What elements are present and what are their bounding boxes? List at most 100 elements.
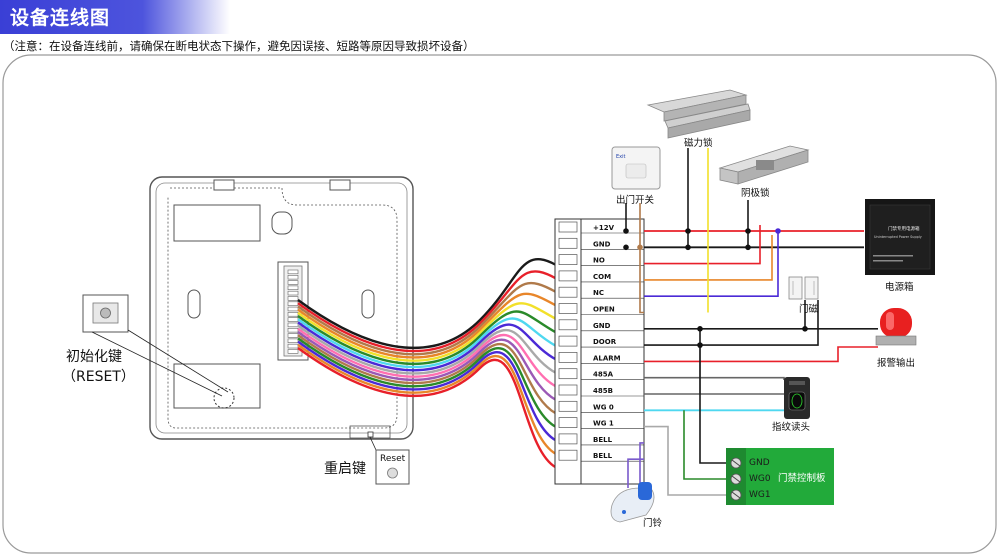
title-banner: 设备连线图	[0, 0, 230, 34]
pcb-pin	[287, 333, 299, 338]
terminal-screw	[558, 221, 578, 233]
power-box-subtitle: Uninterrupted Power Supply	[874, 235, 922, 239]
wire	[644, 376, 785, 380]
terminal-label: BELL	[593, 436, 613, 444]
exit-button-image: Exit	[611, 146, 661, 190]
terminal-screw	[558, 400, 578, 412]
door-sensor-label: 门磁	[799, 303, 819, 315]
terminal-label: WG 0	[593, 403, 614, 411]
pcb-pin	[287, 296, 299, 301]
electric-strike-image	[718, 145, 810, 185]
exit-button-brand: Exit	[616, 154, 626, 160]
exit-button-label: 出门开关	[616, 194, 655, 206]
reset-button-text: Reset	[380, 454, 406, 464]
junction-dot	[697, 326, 703, 332]
init-key-callout	[82, 294, 229, 397]
pcb-pin	[287, 306, 299, 312]
junction-dot	[623, 228, 629, 234]
wire	[627, 458, 644, 488]
controller-pin-gnd: GND	[749, 458, 770, 468]
doorbell-label: 门铃	[643, 517, 663, 529]
controller-pin-wg1: WG1	[749, 490, 771, 500]
terminal-label: NC	[593, 289, 604, 297]
doorbell-image	[610, 482, 655, 523]
init-key-label: 初始化键	[66, 348, 122, 365]
ribbon-wire	[297, 327, 557, 388]
ribbon-wire	[297, 324, 557, 375]
alarm-output-label: 报警输出	[877, 357, 915, 369]
wire	[683, 410, 726, 480]
pcb-pin	[287, 322, 299, 328]
pcb-pin	[287, 274, 299, 280]
terminal-screw	[558, 303, 578, 314]
terminal-screw	[558, 352, 578, 363]
terminal-label: 485B	[593, 387, 613, 395]
fingerprint-reader-image	[784, 377, 810, 419]
terminal-label: 485A	[593, 371, 614, 379]
power-box-image: 门禁专用电源箱 Uninterrupted Power Supply	[865, 199, 935, 275]
page-title: 设备连线图	[10, 7, 111, 29]
banner-background	[0, 0, 230, 34]
terminal-screw	[558, 286, 578, 298]
pcb-pin	[287, 280, 299, 285]
pcb-pin	[287, 290, 299, 296]
pcb-pin	[287, 301, 299, 306]
terminal-screw	[558, 237, 578, 249]
terminal-screw	[558, 368, 578, 380]
reset-pinhole	[213, 387, 235, 409]
junction-dot	[802, 326, 808, 332]
ribbon-wire	[297, 258, 557, 350]
ribbon-wire	[297, 347, 557, 469]
pcb-pin	[287, 285, 299, 290]
terminal-screw	[558, 449, 578, 461]
junction-dot	[745, 244, 751, 251]
init-key-sublabel: （RESET）	[62, 369, 135, 385]
door-sensor-image	[788, 276, 819, 300]
wire	[644, 235, 773, 281]
controller-board-label: 门禁控制板	[778, 472, 826, 484]
controller-pin-wg0: WG0	[749, 474, 771, 484]
magnetic-lock-image	[646, 89, 751, 139]
terminal-label: WG 1	[593, 420, 614, 428]
pcb-pin	[287, 317, 299, 322]
controller-screw-slot	[731, 491, 741, 499]
wire	[644, 225, 761, 265]
wire	[644, 425, 726, 496]
terminal-label: +12V	[593, 224, 615, 232]
ribbon-wire	[297, 340, 557, 442]
junction-dot	[637, 244, 643, 251]
ribbon-wire	[297, 302, 557, 362]
controller-screw-slot	[731, 459, 741, 467]
wire	[699, 328, 726, 464]
terminal-label: GND	[593, 240, 611, 248]
ribbon-wire	[297, 317, 557, 369]
terminal-block: +12VGNDNOCOMNCOPENGNDDOORALARM485A485BWG…	[554, 218, 645, 485]
terminal-label: BELL	[593, 452, 613, 460]
junction-dot	[685, 244, 691, 251]
ribbon-wire	[297, 337, 557, 429]
ribbon-wire	[297, 334, 557, 415]
device-back-panel	[149, 176, 414, 440]
ribbon-cable	[297, 258, 557, 469]
junction-dot	[685, 228, 691, 234]
electric-strike-label: 阴极锁	[741, 187, 770, 199]
terminal-label: GND	[593, 322, 611, 330]
wire	[644, 346, 878, 363]
reset-button-callout: Reset	[369, 436, 410, 485]
junction-dot	[745, 228, 751, 234]
restart-key-label: 重启键	[324, 461, 366, 477]
terminal-screw	[558, 319, 578, 331]
junction-dot	[623, 244, 629, 251]
terminal-screw	[558, 417, 578, 428]
pcb-pin	[287, 312, 299, 317]
ribbon-wire	[297, 343, 557, 456]
terminal-screw	[558, 254, 578, 265]
terminal-screw	[558, 335, 578, 347]
wire	[644, 231, 779, 297]
wire	[644, 300, 819, 346]
notice-text: （注意：在设备连线前，请确保在断电状态下操作，避免因误接、短路等原因导致损坏设备…	[3, 39, 475, 53]
fingerprint-reader-label: 指纹读头	[772, 421, 810, 433]
junction-dot	[775, 228, 781, 234]
terminal-label: COM	[593, 273, 611, 281]
